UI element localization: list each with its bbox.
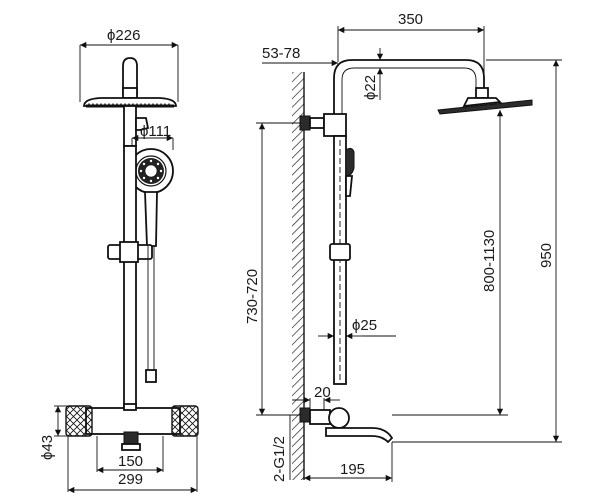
shower-hose	[147, 246, 155, 370]
mixer-diameter-dimension: ϕ43	[39, 405, 68, 460]
upper-riser	[123, 105, 137, 147]
head-height-label: 800-1130	[481, 230, 498, 292]
spout-length-label: 195	[340, 461, 365, 478]
overall-height-label: 950	[538, 243, 555, 268]
shower-arm-top	[122, 57, 138, 95]
diverter-knob	[135, 117, 150, 131]
wall-offset-dimension: 53-78	[262, 45, 338, 67]
inlet-spacing-dimension: 150	[96, 436, 164, 474]
mixer-side	[299, 407, 394, 444]
main-riser	[123, 145, 137, 409]
head-diameter-dimension: ϕ226	[79, 27, 179, 102]
riser-diameter-dimension: ϕ25	[318, 317, 396, 340]
head-height-dimension: 800-1130	[392, 110, 508, 416]
mount-range-label: 730-720	[244, 269, 261, 324]
mount-range-dimension: 730-720	[244, 122, 300, 416]
hand-shower-side	[345, 147, 355, 197]
hand-diameter-dimension: ϕ111	[131, 123, 174, 150]
arm-length-label: 350	[398, 11, 423, 28]
overall-width-label: 299	[118, 471, 143, 488]
overall-width-dimension: 299	[67, 436, 198, 494]
wall-hatch	[292, 72, 304, 480]
shower-arm	[333, 59, 485, 118]
hand-shower	[128, 148, 174, 247]
inlet-thread-label: 2-G1/2	[271, 436, 288, 482]
inlet-offset-dimension: 20	[292, 384, 340, 410]
inlet-thread-callout: 2-G1/2	[271, 414, 300, 482]
arm-diameter-dimension: ϕ22	[362, 48, 384, 100]
hand-diameter-label: ϕ111	[140, 123, 171, 140]
arm-diameter-label: ϕ22	[362, 75, 379, 100]
inlet-offset-label: 20	[314, 384, 331, 401]
overall-height-dimension: 950	[392, 59, 562, 443]
thermostatic-mixer	[65, 403, 199, 451]
wall-offset-label: 53-78	[262, 45, 300, 62]
front-view: ϕ226 ϕ111	[39, 27, 199, 494]
head-diameter-label: ϕ226	[107, 27, 140, 44]
spout-length-dimension: 195	[304, 442, 393, 482]
side-view: 350 53-78 ϕ22	[244, 11, 562, 482]
hose-nut	[145, 369, 157, 383]
slider-bracket	[107, 241, 153, 263]
riser-diameter-label: ϕ25	[352, 317, 377, 334]
rain-head-side	[437, 87, 533, 115]
slider-side	[329, 243, 351, 261]
mixer-diameter-label: ϕ43	[39, 435, 56, 460]
inlet-spacing-label: 150	[118, 453, 143, 470]
shower-arm-inner	[341, 67, 477, 118]
upper-wall-bracket	[299, 113, 347, 137]
rain-shower-head	[83, 87, 177, 108]
